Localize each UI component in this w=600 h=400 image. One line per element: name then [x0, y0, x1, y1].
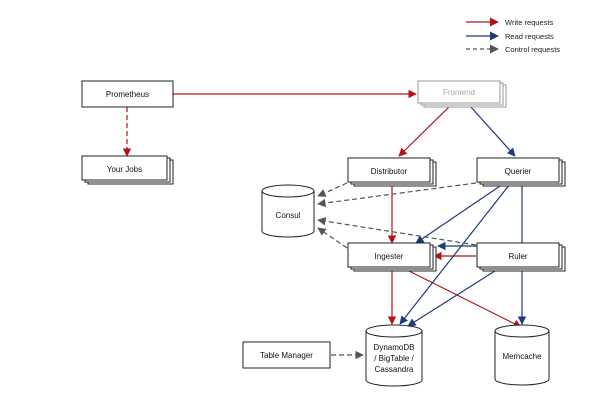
node-your-jobs-label: Your Jobs [107, 165, 142, 174]
node-querier[interactable]: Querier [476, 157, 566, 187]
edge-querier-store [399, 183, 511, 325]
node-storage-label-3: Cassandra [375, 365, 414, 374]
node-table-manager-label: Table Manager [260, 351, 313, 360]
edge-frontend-querier [469, 105, 516, 157]
node-consul[interactable]: Consul [261, 184, 315, 238]
node-ingester-label: Ingester [375, 252, 404, 261]
node-table-manager[interactable]: Table Manager [242, 341, 331, 369]
node-distributor[interactable]: Distributor [347, 157, 437, 187]
node-ingester[interactable]: Ingester [347, 242, 437, 272]
node-prometheus-label: Prometheus [106, 90, 149, 99]
node-ruler-label: Ruler [508, 252, 527, 261]
legend: Write requests Read requests Control req… [466, 17, 560, 54]
legend-control-label: Control requests [505, 45, 560, 54]
edge-ingester-consul [317, 227, 348, 249]
node-storage-label-1: DynamoDB [374, 343, 415, 352]
edge-distributor-consul [317, 182, 348, 197]
edge-ruler-consul [317, 217, 477, 246]
edge-frontend-distributor [398, 105, 451, 157]
edges [122, 89, 527, 360]
edge-ruler-store [407, 268, 499, 327]
edge-querier-consul [317, 182, 477, 208]
node-storage-label-2: / BigTable / [374, 354, 414, 363]
legend-read-label: Read requests [505, 32, 554, 41]
node-prometheus[interactable]: Prometheus [81, 80, 174, 108]
node-distributor-label: Distributor [371, 167, 408, 176]
legend-write-label: Write requests [505, 18, 553, 27]
node-ruler[interactable]: Ruler [476, 242, 566, 272]
node-frontend-label: Frontend [443, 88, 475, 97]
node-consul-label: Consul [276, 211, 301, 220]
edge-querier-ingester [415, 183, 504, 244]
node-memcache-label: Memcache [502, 352, 542, 361]
edge-ingester-memcache [404, 268, 522, 328]
node-frontend[interactable]: Frontend [417, 80, 507, 108]
node-storage[interactable]: DynamoDB / BigTable / Cassandra [365, 324, 423, 387]
node-memcache[interactable]: Memcache [494, 324, 550, 386]
node-your-jobs[interactable]: Your Jobs [81, 155, 174, 185]
node-querier-label: Querier [505, 167, 532, 176]
nodes: Prometheus Your Jobs Frontend Distributo… [81, 80, 566, 387]
